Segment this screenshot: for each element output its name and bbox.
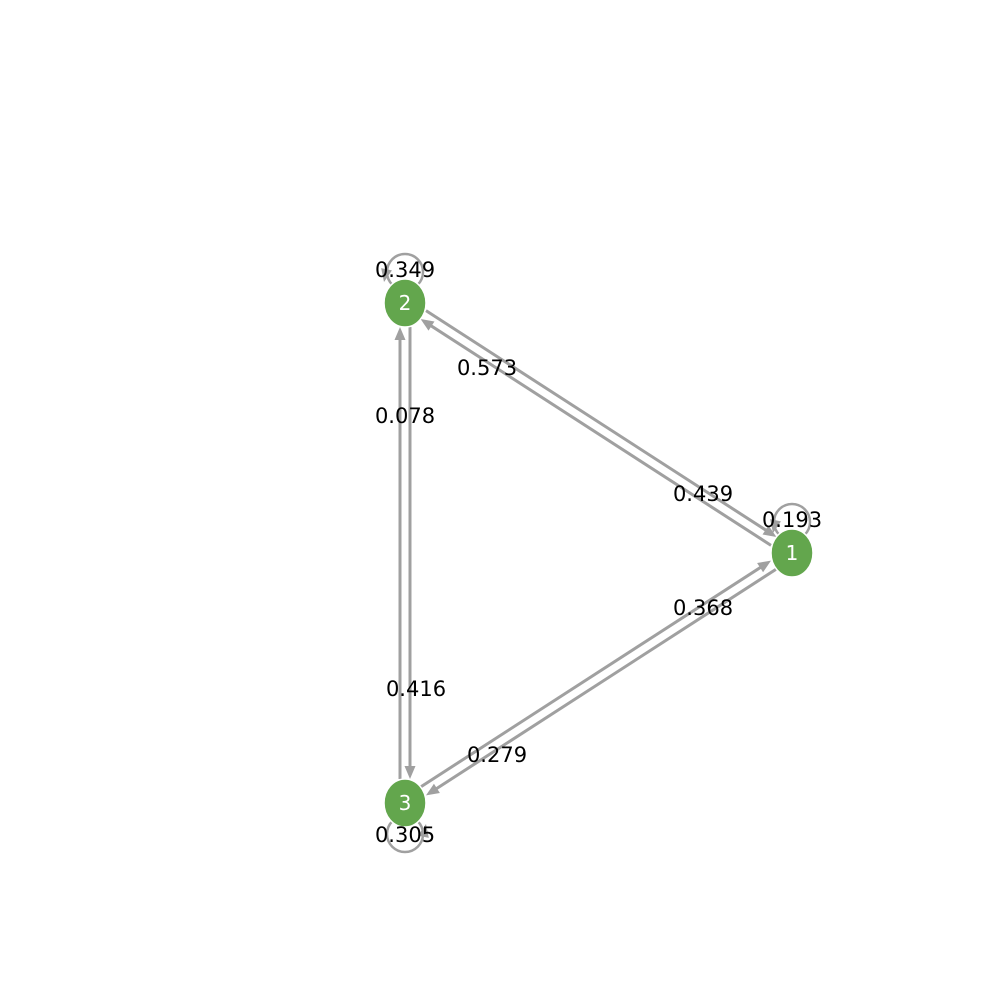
edge-line-1-to-3	[433, 567, 778, 792]
state-node-2: 2	[383, 278, 427, 328]
arrowhead-1-to-2	[420, 319, 435, 331]
arrowhead-1-to-1	[770, 519, 781, 533]
node-label-3: 3	[399, 791, 412, 815]
arrowhead-2-to-2	[381, 268, 392, 282]
edge-line-2-to-1	[425, 309, 769, 533]
node-circle-3	[383, 778, 427, 828]
edge-weight-1-to-1: 0.193	[762, 508, 822, 532]
edge-labels-layer: 0.349 0.193 0.305 0.573 0.439 0.078 0.416 0.279…	[375, 258, 822, 847]
edge-weight-3-to-1: 0.368	[673, 596, 733, 620]
arrowhead-2-to-3	[404, 766, 416, 779]
edges-layer	[381, 252, 812, 854]
arrowhead-1-to-3	[425, 783, 440, 796]
state-node-1: 1	[770, 528, 814, 578]
edge-2-to-1	[425, 309, 777, 537]
state-node-3: 3	[383, 778, 427, 828]
edge-weight-2-to-3: 0.078	[375, 404, 435, 428]
edge-3-to-1	[419, 560, 772, 789]
edge-1-to-3	[425, 567, 778, 796]
edge-line-1-to-2	[428, 323, 772, 547]
node-circle-2	[383, 278, 427, 328]
edge-1-to-2	[420, 319, 772, 547]
edge-3-to-2	[394, 327, 406, 779]
edge-weight-3-to-3: 0.305	[375, 823, 435, 847]
edge-weight-2-to-2: 0.349	[375, 258, 435, 282]
arrowhead-2-to-1	[762, 525, 777, 537]
node-label-2: 2	[399, 291, 412, 315]
edge-2-to-3	[404, 327, 416, 779]
arrowhead-3-to-3	[418, 824, 429, 838]
edge-weight-3-to-2: 0.416	[386, 677, 446, 701]
node-label-1: 1	[786, 541, 799, 565]
node-circle-1	[770, 528, 814, 578]
nodes-layer: 1 2 3	[383, 278, 814, 828]
edge-weight-2-to-1: 0.439	[673, 482, 733, 506]
arrowhead-3-to-1	[757, 560, 772, 573]
edge-weight-1-to-3: 0.279	[467, 743, 527, 767]
edge-weight-1-to-2: 0.573	[457, 356, 517, 380]
edge-line-3-to-1	[419, 564, 764, 789]
arrowhead-3-to-2	[394, 327, 406, 340]
